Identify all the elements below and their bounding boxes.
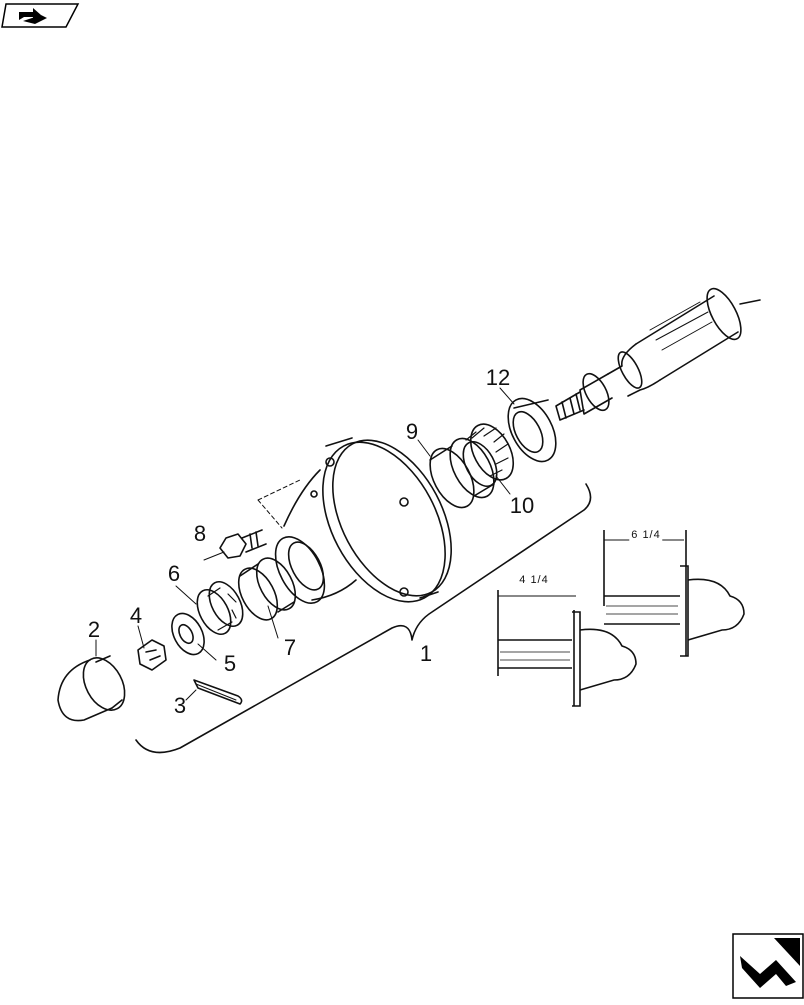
washer-5 (171, 612, 205, 656)
spindle-variant-short (497, 590, 637, 707)
next-page-button[interactable] (730, 930, 804, 1000)
hub (257, 437, 452, 604)
dust-cap-2 (57, 655, 126, 722)
callout-12: 12 (485, 365, 511, 390)
callout-9: 9 (405, 419, 419, 444)
seal-12 (507, 397, 557, 463)
callout-10: 10 (509, 493, 535, 518)
assembly-bracket (135, 483, 592, 754)
callout-4: 4 (129, 603, 143, 628)
cotter-pin-3 (193, 679, 243, 705)
forward-arrow-icon (732, 933, 804, 999)
bearing-cone-6 (196, 581, 244, 635)
spindle-variant-long (603, 530, 745, 657)
callout-3: 3 (173, 693, 187, 718)
callout-5: 5 (223, 651, 237, 676)
spindle-shaft (555, 287, 761, 421)
callout-8: 8 (193, 521, 207, 546)
previous-page-button[interactable] (0, 0, 80, 30)
callout-2: 2 (87, 617, 101, 642)
dimension-long: 6 1/4 (629, 529, 663, 541)
castle-nut-4 (137, 639, 167, 671)
dimension-short: 4 1/4 (517, 574, 551, 586)
callout-1: 1 (419, 641, 433, 666)
bolt-8 (219, 529, 267, 559)
callout-7: 7 (283, 635, 297, 660)
back-arrow-icon (1, 3, 80, 28)
bearing-cone-10 (462, 423, 515, 487)
bearing-cup-9 (429, 437, 495, 509)
callout-6: 6 (167, 561, 181, 586)
bearing-cup-7 (237, 557, 297, 621)
